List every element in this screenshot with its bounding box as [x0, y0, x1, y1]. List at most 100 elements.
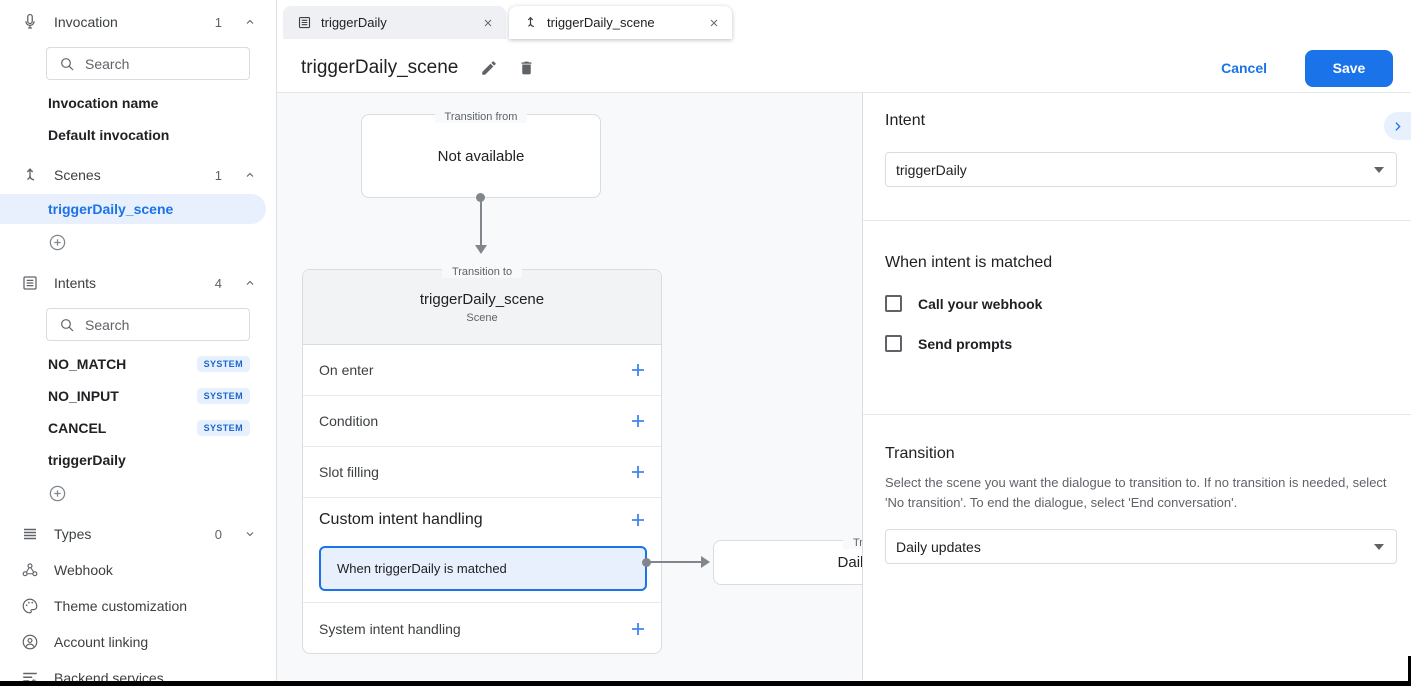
sidebar-item-webhook[interactable]: Webhook	[0, 552, 276, 588]
edit-icon[interactable]	[476, 55, 502, 81]
sidebar-item-no-input[interactable]: NO_INPUT SYSTEM	[0, 380, 276, 412]
microphone-icon	[20, 13, 40, 31]
transition-from-node: Transition from Not available	[361, 111, 601, 198]
add-icon[interactable]	[631, 622, 645, 636]
sidebar-section-types[interactable]: Types 0	[0, 516, 276, 552]
scene-node-subtitle: Scene	[466, 311, 498, 324]
chevron-up-icon	[244, 169, 256, 181]
row-on-enter[interactable]: On enter	[303, 345, 661, 396]
matched-intent-item[interactable]: When triggerDaily is matched	[319, 546, 647, 591]
chevron-down-icon	[244, 528, 256, 540]
system-badge: SYSTEM	[196, 420, 250, 436]
save-button[interactable]: Save	[1305, 49, 1393, 87]
section-count: 1	[214, 167, 222, 183]
sidebar-section-invocation[interactable]: Invocation 1	[0, 4, 276, 40]
scene-flow-canvas[interactable]: Transition from Not available Transition…	[277, 93, 862, 680]
close-icon[interactable]	[482, 17, 494, 29]
plus-circle-icon	[48, 484, 67, 503]
delete-icon[interactable]	[514, 55, 539, 81]
sidebar-item-triggerdaily[interactable]: triggerDaily	[48, 452, 126, 468]
section-label: Invocation	[54, 14, 118, 30]
tab-triggerdaily[interactable]: triggerDaily	[283, 6, 506, 39]
search-icon	[59, 56, 75, 72]
transition-description: Select the scene you want the dialogue t…	[885, 475, 1387, 511]
sidebar: Invocation 1 Invocation name Default inv…	[0, 0, 277, 681]
sidebar-item-default-invocation[interactable]: Default invocation	[48, 127, 170, 143]
sidebar-item-invocation-name[interactable]: Invocation name	[48, 95, 159, 111]
section-label: Intents	[54, 275, 97, 291]
transition-target-node: Transition to Daily updates	[713, 537, 862, 585]
intent-dropdown[interactable]: triggerDaily	[885, 152, 1397, 187]
chevron-right-icon	[1391, 120, 1404, 133]
invocation-search-input[interactable]	[85, 55, 237, 72]
send-prompts-checkbox-row[interactable]: Send prompts	[885, 335, 1397, 352]
scene-icon	[523, 15, 538, 30]
divider	[863, 414, 1411, 415]
row-system-intent-handling[interactable]: System intent handling	[303, 603, 661, 654]
types-icon	[20, 525, 40, 543]
invocation-search[interactable]	[46, 47, 250, 80]
section-count: 0	[214, 526, 222, 542]
checkbox[interactable]	[885, 335, 902, 352]
scene-node-header: triggerDaily_scene Scene	[303, 270, 661, 345]
dropdown-arrow-icon	[1374, 543, 1384, 550]
intent-heading: Intent	[885, 112, 926, 129]
arrowhead-right	[701, 556, 710, 568]
checkbox[interactable]	[885, 295, 902, 312]
sidebar-item-account-linking[interactable]: Account linking	[0, 624, 276, 660]
call-webhook-checkbox-row[interactable]: Call your webhook	[885, 295, 1397, 312]
transition-heading: Transition	[885, 445, 955, 462]
transition-from-value: Not available	[437, 147, 525, 165]
main-area: triggerDaily triggerDaily_scene triggerD…	[277, 0, 1411, 681]
chevron-up-icon	[244, 16, 256, 28]
close-icon[interactable]	[708, 17, 720, 29]
connector-line	[480, 198, 482, 246]
connector-dot	[642, 558, 651, 567]
sidebar-item-backend-services[interactable]: Backend services	[0, 660, 276, 681]
transition-dropdown[interactable]: Daily updates	[885, 529, 1397, 565]
transition-target-title: Daily updates	[837, 554, 862, 571]
section-label: Scenes	[54, 167, 101, 183]
window-right-edge	[1408, 656, 1411, 686]
section-label: Types	[54, 526, 92, 542]
intent-icon	[297, 15, 312, 30]
window-bottom-edge	[0, 681, 1411, 686]
tab-triggerdaily-scene[interactable]: triggerDaily_scene	[509, 6, 732, 39]
arrowhead-down	[475, 245, 487, 254]
add-icon[interactable]	[631, 363, 645, 377]
sidebar-item-triggerdaily-scene[interactable]: triggerDaily_scene	[0, 194, 266, 224]
dropdown-arrow-icon	[1374, 166, 1384, 173]
add-icon[interactable]	[631, 414, 645, 428]
add-icon[interactable]	[631, 513, 645, 527]
sidebar-item-theme-customization[interactable]: Theme customization	[0, 588, 276, 624]
intent-dropdown-value: triggerDaily	[896, 161, 967, 178]
add-scene-button[interactable]	[0, 225, 276, 259]
backend-services-icon	[20, 669, 40, 681]
sidebar-section-intents[interactable]: Intents 4	[0, 265, 276, 301]
webhook-icon	[20, 561, 40, 579]
system-badge: SYSTEM	[196, 388, 250, 404]
sidebar-section-scenes[interactable]: Scenes 1	[0, 157, 276, 193]
scene-node: Transition to triggerDaily_scene Scene O…	[302, 266, 662, 654]
search-icon	[59, 317, 75, 333]
connector-dot	[476, 193, 485, 202]
sidebar-item-cancel[interactable]: CANCEL SYSTEM	[0, 412, 276, 444]
intent-icon	[20, 274, 40, 292]
divider	[863, 220, 1411, 221]
add-intent-button[interactable]	[0, 476, 276, 510]
transition-dropdown-value: Daily updates	[896, 538, 981, 555]
section-count: 4	[214, 275, 222, 291]
intents-search-input[interactable]	[85, 316, 237, 333]
row-custom-intent-handling: Custom intent handling When triggerDaily…	[303, 498, 661, 603]
add-icon[interactable]	[631, 465, 645, 479]
intent-properties-panel: Intent triggerDaily When intent is match…	[862, 93, 1411, 680]
row-slot-filling[interactable]: Slot filling	[303, 447, 661, 498]
sidebar-item-no-match[interactable]: NO_MATCH SYSTEM	[0, 348, 276, 380]
page-header: triggerDaily_scene Cancel Save	[277, 44, 1411, 93]
section-count: 1	[214, 14, 222, 30]
cancel-button[interactable]: Cancel	[1221, 60, 1267, 76]
intents-search[interactable]	[46, 308, 250, 341]
collapse-panel-button[interactable]	[1384, 112, 1411, 140]
tab-bar: triggerDaily triggerDaily_scene	[277, 0, 1411, 44]
row-condition[interactable]: Condition	[303, 396, 661, 447]
